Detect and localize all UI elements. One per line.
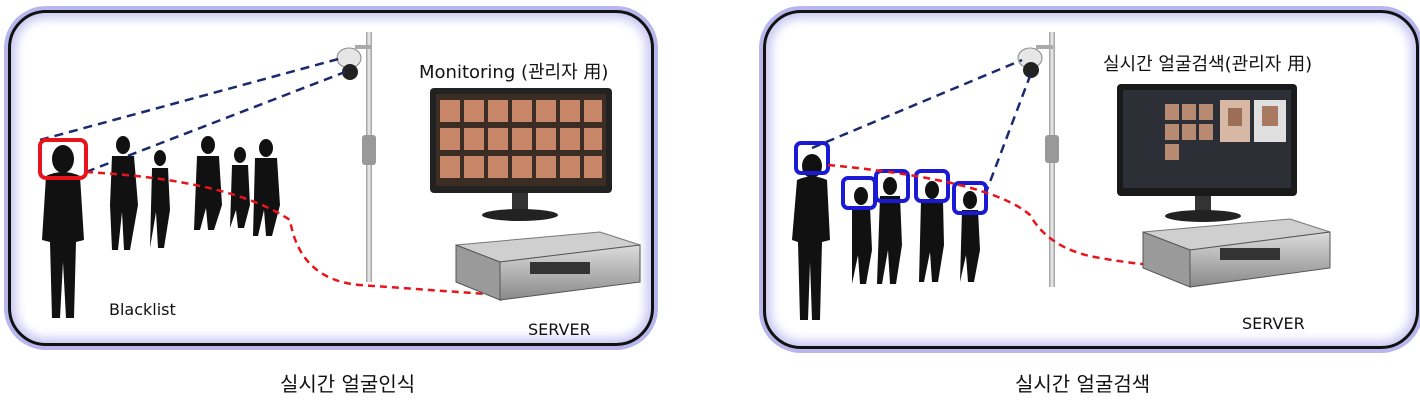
right-detection-box-person: [794, 141, 830, 175]
left-monitor-label: Monitoring (관리자 用): [419, 62, 609, 83]
right-monitor-label: 실시간 얼굴검색(관리자 用): [1103, 54, 1313, 75]
left-camera-pole: [355, 32, 376, 282]
right-dome-camera-icon: [1017, 47, 1043, 78]
right-detection-boxes-crowd: [841, 169, 988, 215]
right-caption: 실시간 얼굴검색: [1015, 372, 1151, 396]
right-server-label: SERVER: [1242, 314, 1305, 333]
left-dome-camera-icon: [336, 47, 362, 80]
right-camera-sightlines: [811, 58, 1032, 196]
left-detection-box: [38, 138, 88, 180]
right-server-icon: [1142, 218, 1331, 288]
left-blacklist-person-silhouette: [42, 145, 84, 318]
right-monitor-icon: [1117, 84, 1297, 222]
right-camera-pole: [1036, 32, 1059, 287]
left-blacklist-label: Blacklist: [109, 300, 176, 319]
right-person-silhouette: [792, 154, 830, 320]
right-crowd-silhouettes: [852, 177, 980, 284]
left-camera-sightlines: [39, 56, 346, 174]
left-crowd-silhouettes: [110, 136, 280, 250]
left-server-label: SERVER: [528, 320, 591, 339]
left-server-icon: [455, 231, 641, 301]
left-monitor-icon: [430, 88, 612, 221]
left-caption: 실시간 얼굴인식: [280, 372, 416, 396]
